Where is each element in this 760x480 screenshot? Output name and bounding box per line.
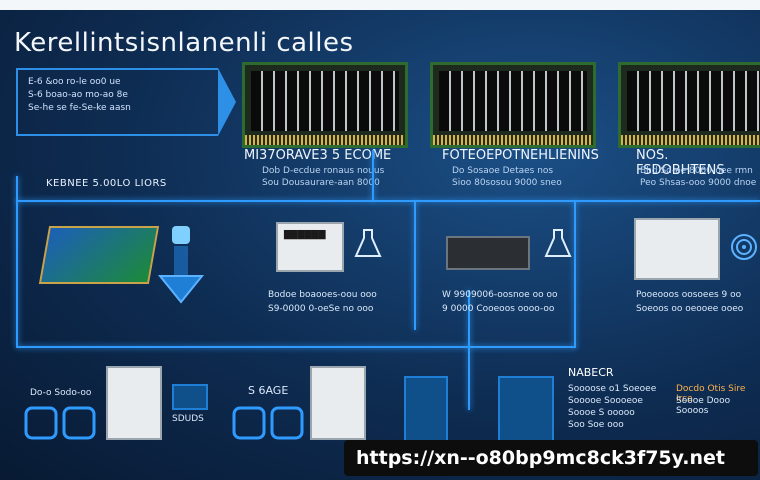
drive-label: ▇▇▇▇▇▇: [284, 230, 326, 240]
hard-drive-image: [634, 218, 720, 280]
drive-bay-icon: [24, 406, 96, 440]
ram-sub: Sioo 80sosou 9000 sneo: [452, 178, 562, 188]
intro-line: E-6 &oo ro-le oo0 ue: [28, 77, 121, 87]
connector-line: [372, 150, 374, 202]
caption: S 6AGE: [248, 384, 289, 397]
caption: S9-0000 0-oeSe no ooo: [268, 304, 374, 314]
ram-sub: Dob D-ecdue ronaus nouus: [262, 166, 385, 176]
caption: Soooe Dooo Soooos: [676, 396, 731, 416]
section-label: KEBNEE 5.00LO LIORS: [46, 178, 167, 189]
connector-line: [414, 200, 416, 330]
ram-sub: Bhd Sd-ee 8000-oee rmn: [640, 166, 753, 176]
ram-module-image: [430, 62, 596, 148]
intro-line: S-6 boao-ao mo-ao 8e: [28, 90, 128, 100]
connector-line: [574, 200, 576, 348]
caption: SDUDS: [172, 414, 204, 424]
bottom-title: NABECR: [568, 366, 614, 379]
ram-label: NOS. FSDOBHTENS: [636, 148, 725, 178]
connector-line: [16, 346, 576, 348]
drive-bay-icon: [232, 406, 304, 440]
intro-arrow-box: E-6 &oo ro-le oo0 ue S-6 boao-ao mo-ao 8…: [16, 68, 236, 136]
ram-sub: Sou Dousaurare-aan 8000: [262, 178, 380, 188]
ram-module-image: [242, 62, 408, 148]
caption: Soooose o1 Soeoee: [568, 384, 657, 394]
connector-line: [468, 290, 470, 410]
caption: Bodoe boaooes-oou ooo: [268, 290, 377, 300]
hard-drive-image: [310, 366, 366, 440]
ram-sub: Do Sosaoe Detaes nos: [452, 166, 554, 176]
fingerprint-icon: [731, 234, 757, 260]
ram-module-image: [618, 62, 760, 148]
connector-line: [16, 176, 18, 346]
download-arrow-icon: [158, 226, 204, 304]
intro-line: Se-he se fe-Se-ke aasn: [28, 103, 131, 113]
hard-drive-image: [106, 366, 162, 440]
ssd-card-image: [38, 226, 160, 284]
caption: W 9909006-oosnoe oo oo: [442, 290, 558, 300]
caption: Soeoos oo oeooee ooeo: [636, 304, 744, 314]
server-module-image: [446, 236, 530, 270]
caption: Soo Soe ooo: [568, 420, 624, 430]
caption: Pooeooos oosoees 9 oo: [636, 290, 742, 300]
storage-tile-icon: [404, 376, 448, 442]
page-title: Kerellintsisnlanenli calles: [14, 28, 354, 58]
ram-sub: Peo Shsas-ooo 9000 dnoe: [640, 178, 757, 188]
connector-line: [16, 200, 760, 202]
url-text[interactable]: https://xn--o80bp9mc8ck3f75y.net: [356, 447, 726, 469]
highlight-caption: Docdo Otis Sire Irce: [676, 384, 746, 404]
hard-drive-image: ▇▇▇▇▇▇: [276, 222, 344, 272]
ram-label: MI37ORAVE3 5 ECOME: [244, 148, 392, 163]
caption: 9 0000 Cooeoos oooo-oo: [442, 304, 555, 314]
flask-icon: [544, 229, 572, 257]
chip-icon: [172, 384, 208, 410]
caption: Sooooe Soooeoe: [568, 396, 643, 406]
flask-icon: [354, 229, 382, 257]
caption: Soooe S ooooo: [568, 408, 635, 418]
ram-label: FOTEOEPOTNEHLIENINS: [442, 148, 599, 163]
caption: Do-o Sodo-oo: [30, 388, 92, 398]
url-banner: [344, 440, 758, 476]
storage-tile-icon: [498, 376, 554, 442]
intro-text: E-6 &oo ro-le oo0 ue S-6 boao-ao mo-ao 8…: [28, 76, 131, 115]
